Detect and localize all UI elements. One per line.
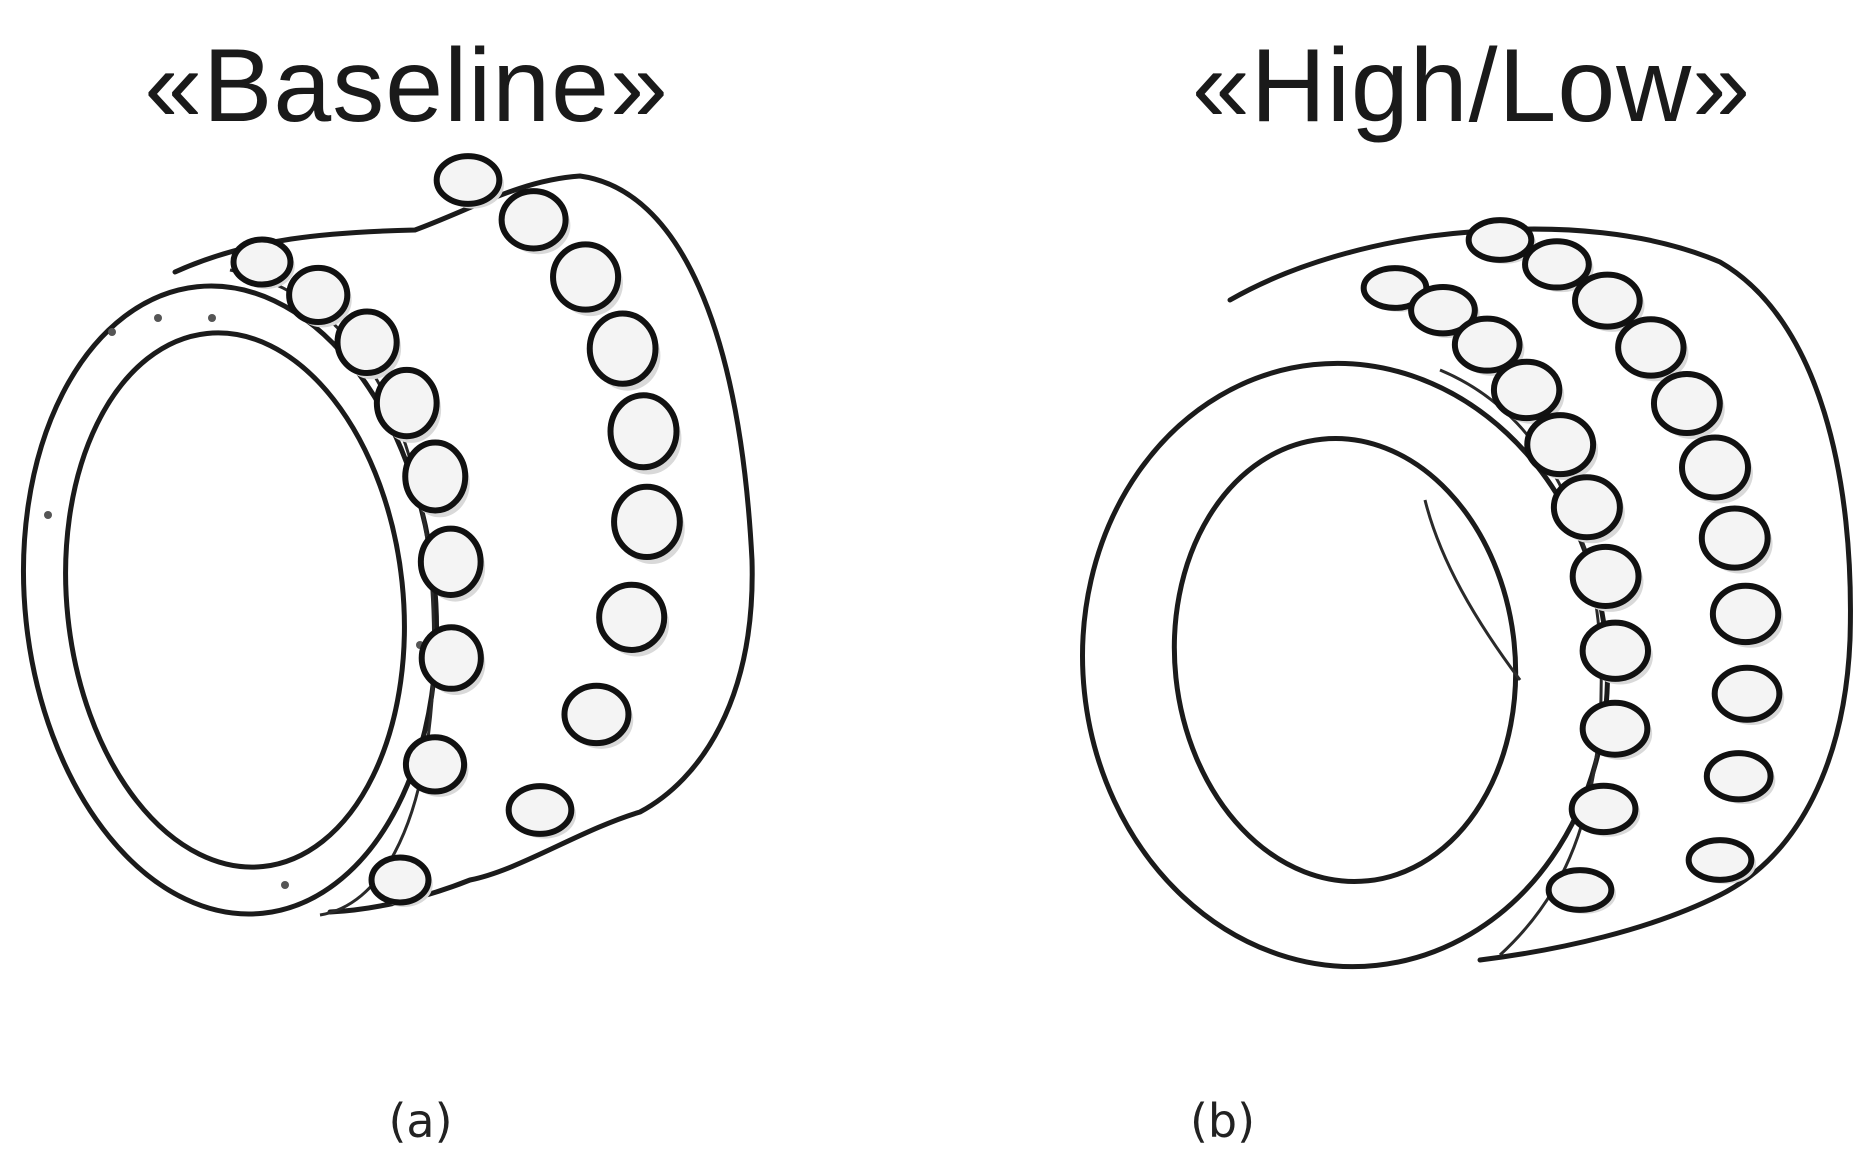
panel-caption-a: (a) xyxy=(388,1094,453,1148)
dilution-hole xyxy=(402,734,469,797)
panel-title-high-low: «High/Low» xyxy=(1191,28,1752,144)
dilution-hole xyxy=(1703,750,1776,805)
dilution-hole xyxy=(1685,837,1757,884)
dilution-hole xyxy=(498,188,571,255)
panel-baseline: «Baseline» (a) xyxy=(144,28,669,1148)
highlow-inner-back-edge xyxy=(1423,499,1522,681)
dilution-hole xyxy=(1569,543,1644,612)
dilution-hole xyxy=(1572,271,1645,332)
dilution-hole xyxy=(1524,412,1599,481)
dilution-hole xyxy=(334,308,402,380)
highlow-liner xyxy=(1080,217,1853,970)
highlow-inner-opening xyxy=(1171,436,1519,884)
dilution-hole xyxy=(417,525,486,602)
baseline-body-outline xyxy=(172,173,755,915)
dilution-hole xyxy=(607,392,682,475)
dilution-hole xyxy=(596,581,670,657)
highlow-hole-row-1 xyxy=(1360,265,1653,914)
dilution-hole xyxy=(1615,316,1689,382)
baseline-hole-row-2 xyxy=(433,153,685,839)
dilution-hole xyxy=(586,310,661,391)
dilution-hole xyxy=(1568,782,1641,837)
dilution-hole xyxy=(1490,358,1565,424)
dilution-hole xyxy=(1679,434,1753,504)
dilution-hole xyxy=(1545,867,1617,914)
dilution-hole xyxy=(1711,664,1785,725)
dilution-hole xyxy=(1698,505,1773,574)
dilution-hole xyxy=(286,264,352,328)
dilution-hole xyxy=(1579,699,1653,760)
highlow-hole-row-2 xyxy=(1465,217,1785,884)
dilution-hole xyxy=(561,682,634,749)
dilution-hole xyxy=(418,624,486,695)
dilution-hole xyxy=(1465,217,1537,264)
dilution-hole xyxy=(230,236,295,290)
dilution-hole xyxy=(1550,474,1625,544)
dilution-hole xyxy=(1650,370,1725,439)
dilution-hole xyxy=(550,241,623,317)
dilution-hole xyxy=(368,854,433,908)
panel-caption-b: (b) xyxy=(1189,1094,1256,1148)
panel-title-baseline: «Baseline» xyxy=(144,28,669,144)
panel-high-low: «High/Low» (b) xyxy=(937,0,1874,1165)
baseline-hole-row-1 xyxy=(230,236,486,908)
dilution-hole xyxy=(402,439,470,518)
dilution-hole xyxy=(373,366,442,443)
dilution-hole xyxy=(433,153,505,209)
dilution-hole xyxy=(505,783,577,839)
dilution-hole xyxy=(1522,238,1594,293)
dilution-hole xyxy=(1579,619,1653,685)
dilution-hole xyxy=(1451,315,1525,376)
dilution-hole xyxy=(611,483,685,565)
dilution-hole xyxy=(1709,582,1784,648)
baseline-inner-opening xyxy=(63,330,407,870)
highlow-body-outline xyxy=(1227,226,1853,963)
baseline-liner xyxy=(20,153,755,917)
